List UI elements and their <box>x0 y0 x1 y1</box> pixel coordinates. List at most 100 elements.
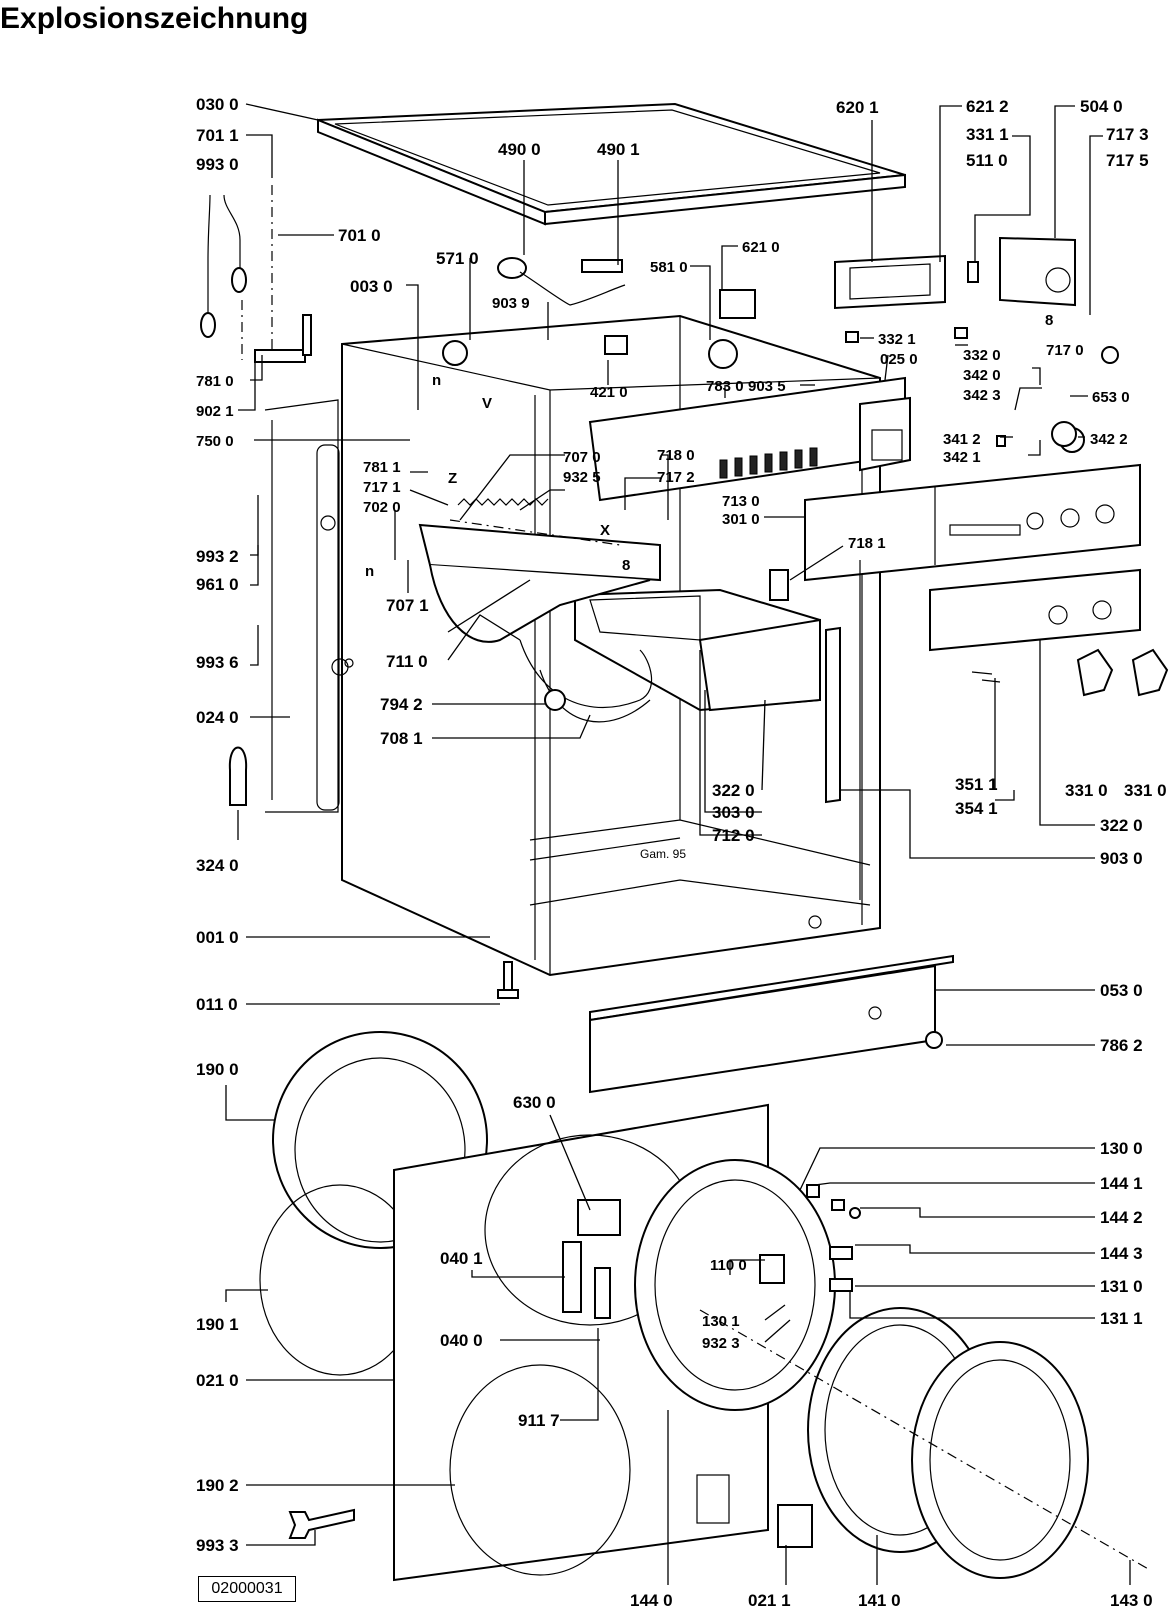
part-label: 144 2 <box>1100 1208 1143 1227</box>
part-label: 144 3 <box>1100 1244 1143 1263</box>
part-label: 902 1 <box>196 403 234 420</box>
part-label: 342 3 <box>963 387 1001 404</box>
part-label: 421 0 <box>590 384 628 401</box>
part-label: 511 0 <box>966 151 1008 170</box>
sketch-mark: 8 <box>1045 312 1053 329</box>
part-label: 717 0 <box>1046 342 1084 359</box>
part-label: 040 1 <box>440 1249 483 1268</box>
part-label: 342 0 <box>963 367 1001 384</box>
sketch-mark: n <box>432 372 441 389</box>
part-label: 144 0 <box>630 1591 673 1610</box>
part-label: 781 1 <box>363 459 401 476</box>
sketch-mark: n <box>365 563 374 580</box>
part-label: 993 0 <box>196 155 239 174</box>
part-label: 190 0 <box>196 1060 239 1079</box>
part-label: 903 9 <box>492 295 530 312</box>
part-label: 781 0 <box>196 373 234 390</box>
part-label: 324 0 <box>196 856 239 875</box>
part-label: 903 0 <box>1100 849 1143 868</box>
part-label: 354 1 <box>955 799 998 818</box>
part-label: 331 1 <box>966 125 1009 144</box>
part-label: 786 2 <box>1100 1036 1143 1055</box>
part-label: 303 0 <box>712 803 755 822</box>
part-label: 341 2 <box>943 431 981 448</box>
part-labels: 030 0 701 1 993 0 701 0 490 0 490 1 571 … <box>196 95 1167 1610</box>
part-label: 110 0 <box>710 1257 747 1274</box>
page-title: Explosionszeichnung <box>0 2 309 35</box>
part-label: 717 3 <box>1106 125 1149 144</box>
part-label: 621 2 <box>966 97 1009 116</box>
part-label: 571 0 <box>436 249 479 268</box>
part-label: 717 2 <box>657 469 695 486</box>
part-label: 993 6 <box>196 653 239 672</box>
part-label: 301 0 <box>722 511 760 528</box>
part-label: 030 0 <box>196 95 239 114</box>
part-label: 932 5 <box>563 469 601 486</box>
part-label: 001 0 <box>196 928 239 947</box>
sketch-mark: 8 <box>622 557 630 574</box>
part-label: 903 5 <box>748 378 786 395</box>
sketch-mark: V <box>482 395 492 412</box>
part-label: 331 0 <box>1124 781 1167 800</box>
part-label: 707 0 <box>563 449 601 466</box>
sketch-mark: Gam. 95 <box>640 847 686 861</box>
part-label: 702 0 <box>363 499 401 516</box>
part-label: 717 5 <box>1106 151 1149 170</box>
part-label: 911 7 <box>518 1411 560 1430</box>
part-label: 130 1 <box>702 1313 740 1330</box>
part-label: 130 0 <box>1100 1139 1143 1158</box>
part-label: 003 0 <box>350 277 393 296</box>
part-label: 143 0 <box>1110 1591 1153 1610</box>
part-label: 011 0 <box>196 995 238 1014</box>
leader-lines <box>225 103 1131 1585</box>
sketch-mark: X <box>600 522 610 539</box>
part-label: 993 2 <box>196 547 239 566</box>
part-label: 993 3 <box>196 1536 239 1555</box>
part-label: 712 0 <box>712 826 755 845</box>
part-label: 701 0 <box>338 226 381 245</box>
part-label: 490 0 <box>498 140 541 159</box>
part-label: 024 0 <box>196 708 239 727</box>
part-label: 653 0 <box>1092 389 1130 406</box>
part-label: 708 1 <box>380 729 423 748</box>
part-label: 144 1 <box>1100 1174 1143 1193</box>
part-label: 621 0 <box>742 239 780 256</box>
part-label: 713 0 <box>722 493 760 510</box>
part-label: 021 0 <box>196 1371 239 1390</box>
part-label: 342 1 <box>943 449 981 466</box>
part-label: 794 2 <box>380 695 423 714</box>
part-label: 025 0 <box>880 351 918 368</box>
part-label: 630 0 <box>513 1093 556 1112</box>
part-label: 053 0 <box>1100 981 1143 1000</box>
part-label: 332 0 <box>963 347 1001 364</box>
front-fascia <box>804 463 1141 582</box>
part-label: 711 0 <box>386 652 428 671</box>
part-label: 331 0 <box>1065 781 1108 800</box>
part-label: 620 1 <box>836 98 879 117</box>
part-label: 332 1 <box>878 331 916 348</box>
machine-drawing <box>200 102 1169 1582</box>
part-label: 718 1 <box>848 535 886 552</box>
part-label: 707 1 <box>386 596 429 615</box>
part-label: 021 1 <box>748 1591 791 1610</box>
part-label: 581 0 <box>650 259 688 276</box>
part-label: 190 1 <box>196 1315 239 1334</box>
part-label: 141 0 <box>858 1591 901 1610</box>
part-label: 718 0 <box>657 447 695 464</box>
sketch-mark: Z <box>448 470 457 487</box>
part-label: 783 0 <box>706 378 744 395</box>
part-label: 932 3 <box>702 1335 740 1352</box>
part-label: 322 0 <box>712 781 755 800</box>
part-label: 190 2 <box>196 1476 239 1495</box>
part-label: 131 1 <box>1100 1309 1143 1328</box>
part-label: 322 0 <box>1100 816 1143 835</box>
part-label: 040 0 <box>440 1331 483 1350</box>
part-label: 750 0 <box>196 433 234 450</box>
part-label: 131 0 <box>1100 1277 1143 1296</box>
part-label: 701 1 <box>196 126 239 145</box>
part-label: 961 0 <box>196 575 239 594</box>
part-label: 504 0 <box>1080 97 1123 116</box>
part-label: 717 1 <box>363 479 401 496</box>
part-label: 342 2 <box>1090 431 1128 448</box>
document-number-box: 02000031 <box>198 1576 296 1602</box>
